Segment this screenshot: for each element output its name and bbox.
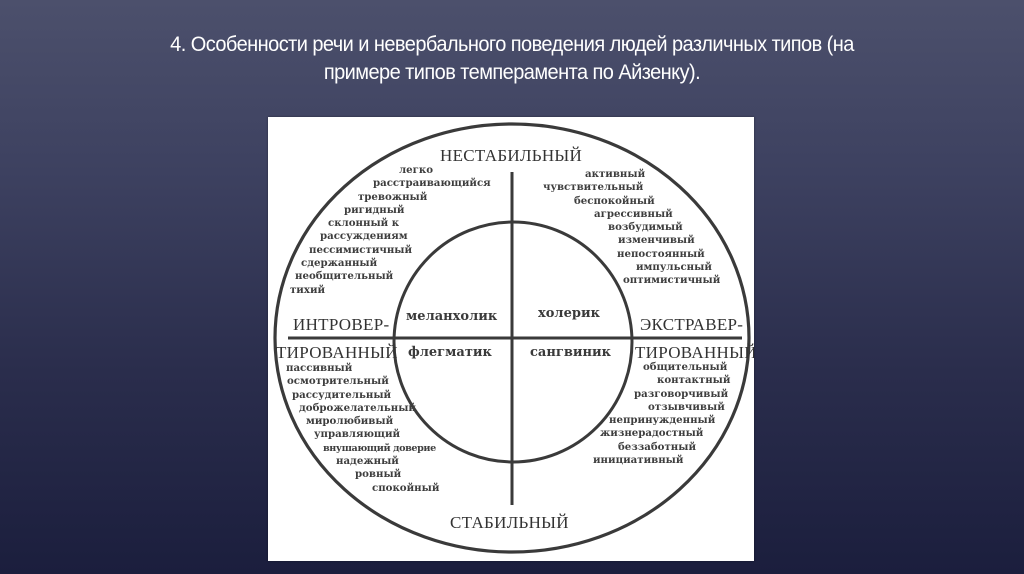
trait-item: необщительный	[295, 270, 394, 283]
trait-item: склонный к	[328, 217, 400, 230]
trait-list-sanguine: общительный контактный разговорчивый отз…	[268, 361, 754, 467]
trait-item: доброжелательный	[299, 401, 416, 414]
trait-item: ригидный	[344, 203, 405, 216]
trait-item: изменчивый	[618, 234, 695, 247]
trait-item: общительный	[643, 361, 728, 373]
trait-item: легко	[399, 164, 434, 176]
temperament-choleric: холерик	[538, 306, 600, 321]
diagram-lines	[273, 122, 751, 554]
axis-label-extraverted-part1: ЭКСТРАВЕР-	[640, 315, 744, 334]
trait-item: возбудимый	[608, 221, 683, 234]
temperament-phlegmatic: флегматик	[408, 345, 492, 360]
trait-item: миролюбивый	[306, 415, 394, 428]
trait-item: беспокойный	[574, 194, 655, 207]
axis-label-introverted-part2: ТИРОВАННЫЙ	[276, 343, 398, 362]
temperament-melancholic: меланхолик	[406, 309, 498, 324]
trait-item: рассудительный	[292, 388, 392, 401]
trait-list-phlegmatic: пассивный осмотрительный рассудительный …	[268, 362, 508, 495]
trait-item: пассивный	[286, 362, 353, 374]
temperament-sanguine: сангвиник	[530, 345, 612, 360]
trait-item: инициативный	[593, 454, 684, 467]
trait-item: оптимистичный	[623, 274, 721, 287]
trait-item: импульсный	[636, 261, 712, 274]
trait-item: жизнерадостный	[600, 427, 704, 440]
slide-title-line-1: 4. Особенности речи и невербального пове…	[170, 32, 854, 56]
trait-item: чувствительный	[543, 181, 644, 194]
trait-item: отзывчивый	[648, 400, 725, 413]
trait-list-choleric: активный чувствительный беспокойный агре…	[268, 168, 754, 288]
trait-item: ровный	[355, 468, 402, 481]
trait-item: рассуждениям	[320, 230, 408, 243]
trait-item: тревожный	[358, 190, 428, 203]
trait-item: разговорчивый	[634, 387, 729, 400]
trait-item: осмотрительный	[287, 375, 389, 388]
trait-item: спокойный	[372, 481, 440, 494]
trait-item: непринужденный	[609, 414, 716, 427]
trait-item: пессимистичный	[309, 243, 413, 256]
axis-label-extraverted-part2: ТИРОВАННЫЙ	[635, 343, 754, 362]
trait-list-melancholic: легко расстраивающийся тревожный ригидны…	[268, 164, 508, 297]
trait-item: расстраивающийся	[373, 177, 491, 190]
trait-item: беззаботный	[618, 440, 697, 453]
trait-item: активный	[585, 168, 646, 180]
axis-label-introverted-part1: ИНТРОВЕР-	[293, 315, 390, 334]
trait-item: контактный	[657, 374, 731, 387]
axis-label-unstable: НЕСТАБИЛЬНЫЙ	[440, 146, 583, 165]
trait-item: управляющий	[314, 428, 401, 441]
trait-item: надежный	[336, 455, 399, 468]
slide-title: 4. Особенности речи и невербального пове…	[36, 30, 988, 86]
trait-item: непостоянный	[617, 247, 705, 260]
eysenck-temperament-diagram: НЕСТАБИЛЬНЫЙ СТАБИЛЬНЫЙ ИНТРОВЕР- ТИРОВА…	[268, 117, 754, 561]
outer-circle	[273, 122, 751, 554]
trait-item: внушающий доверие	[323, 442, 436, 454]
trait-item: сдержанный	[301, 257, 378, 270]
trait-item: тихий	[290, 283, 326, 296]
slide-title-line-2: примере типов темперамента по Айзенку).	[323, 60, 701, 84]
trait-item: агрессивный	[594, 207, 673, 220]
axis-label-stable: СТАБИЛЬНЫЙ	[450, 513, 569, 532]
